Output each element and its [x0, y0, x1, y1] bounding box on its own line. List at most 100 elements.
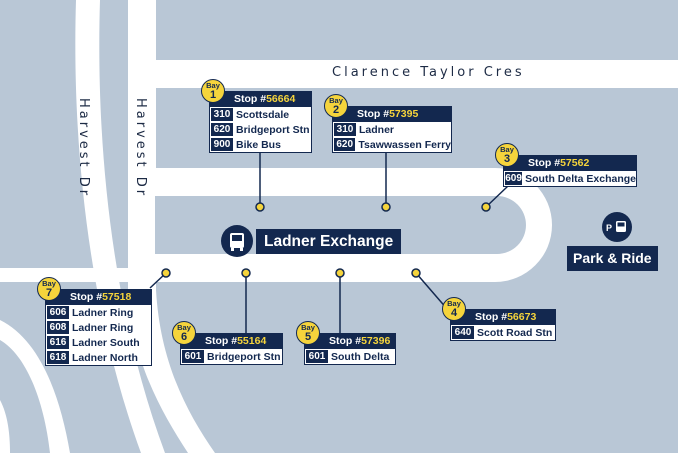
bay-number: 1 — [209, 89, 217, 101]
road-west-lane — [0, 268, 160, 282]
route-destination: Ladner — [359, 123, 395, 136]
route-destination: Bridgeport Stn — [236, 123, 310, 136]
stop-prefix: Stop # — [528, 157, 561, 169]
stop-number-header: Stop #55164 — [181, 334, 282, 349]
bay-word: Bay — [301, 323, 315, 332]
stop-prefix: Stop # — [475, 311, 508, 323]
route-destination: South Delta Exchange — [525, 172, 636, 185]
route-number: 640 — [452, 326, 474, 339]
route-number: 608 — [47, 321, 69, 334]
bay-word: Bay — [177, 323, 191, 332]
bay-word: Bay — [447, 299, 461, 308]
bay-word: Bay — [42, 279, 56, 288]
stop-number-header: Stop #56673 — [451, 310, 555, 325]
stop-dot-bay-7 — [161, 268, 171, 278]
stop-number-header: Stop #56664 — [210, 92, 311, 107]
route-number: 601 — [182, 350, 204, 363]
bay-word: Bay — [500, 145, 514, 154]
leader-bay-3 — [485, 185, 509, 208]
route-number: 620 — [211, 123, 233, 136]
route-destination: South Delta — [331, 350, 390, 363]
stop-number-header: Stop #57396 — [305, 334, 395, 349]
bay-word: Bay — [206, 81, 220, 90]
bay-number: 6 — [180, 331, 188, 343]
stop-dot-bay-2 — [381, 202, 391, 212]
street-label-harvest-left: Harvest Dr — [76, 98, 91, 199]
road-lane-a — [0, 320, 70, 453]
stop-dot-bay-4 — [411, 268, 421, 278]
stop-dot-bay-3 — [481, 202, 491, 212]
stop-prefix: Stop # — [357, 108, 390, 120]
bay-number: 7 — [45, 287, 53, 299]
stop-prefix: Stop # — [205, 335, 238, 347]
exchange-label: Ladner Exchange — [256, 229, 402, 254]
bay-number: 5 — [304, 331, 312, 343]
route-destination: Bike Bus — [236, 138, 281, 151]
route-number: 900 — [211, 138, 233, 151]
stop-prefix: Stop # — [70, 291, 103, 303]
route-number: 618 — [47, 351, 69, 364]
bay-number: 3 — [503, 153, 511, 165]
bus-icon — [221, 225, 253, 257]
bay-number: 4 — [450, 307, 458, 319]
stop-dot-bay-1 — [255, 202, 265, 212]
bay-word: Bay — [329, 96, 343, 105]
stop-number: 56673 — [507, 311, 537, 323]
route-destination: Tsawwassen Ferry — [358, 138, 451, 151]
route-destination: Ladner North — [72, 351, 138, 364]
route-number: 620 — [334, 138, 356, 151]
park-and-ride-bus-icon: P — [602, 212, 632, 242]
stop-number: 57562 — [560, 157, 590, 169]
svg-text:P: P — [606, 223, 612, 233]
route-destination: Ladner South — [72, 336, 140, 349]
route-destination: Ladner Ring — [72, 306, 134, 319]
road-lane-b — [0, 400, 10, 453]
stop-prefix: Stop # — [234, 93, 267, 105]
stop-number: 56664 — [266, 93, 296, 105]
route-number: 616 — [47, 336, 69, 349]
route-destination: Scott Road Stn — [477, 326, 553, 339]
route-number: 601 — [306, 350, 328, 363]
stop-leaders — [149, 152, 509, 333]
street-label-clarence: Clarence Taylor Cres — [332, 65, 525, 80]
route-number: 310 — [334, 123, 356, 136]
stop-dot-bay-5 — [335, 268, 345, 278]
stop-number-header: Stop #57518 — [46, 290, 151, 305]
stop-number: 57395 — [389, 108, 419, 120]
route-number: 606 — [47, 306, 69, 319]
road-clarence-taylor — [155, 60, 678, 88]
stop-number-header: Stop #57395 — [333, 107, 451, 122]
stop-dots — [161, 202, 491, 278]
stop-prefix: Stop # — [329, 335, 362, 347]
route-destination: Bridgeport Stn — [207, 350, 281, 363]
park-and-ride-label: Park & Ride — [567, 246, 658, 271]
route-destination: Ladner Ring — [72, 321, 134, 334]
route-number: 310 — [211, 108, 233, 121]
